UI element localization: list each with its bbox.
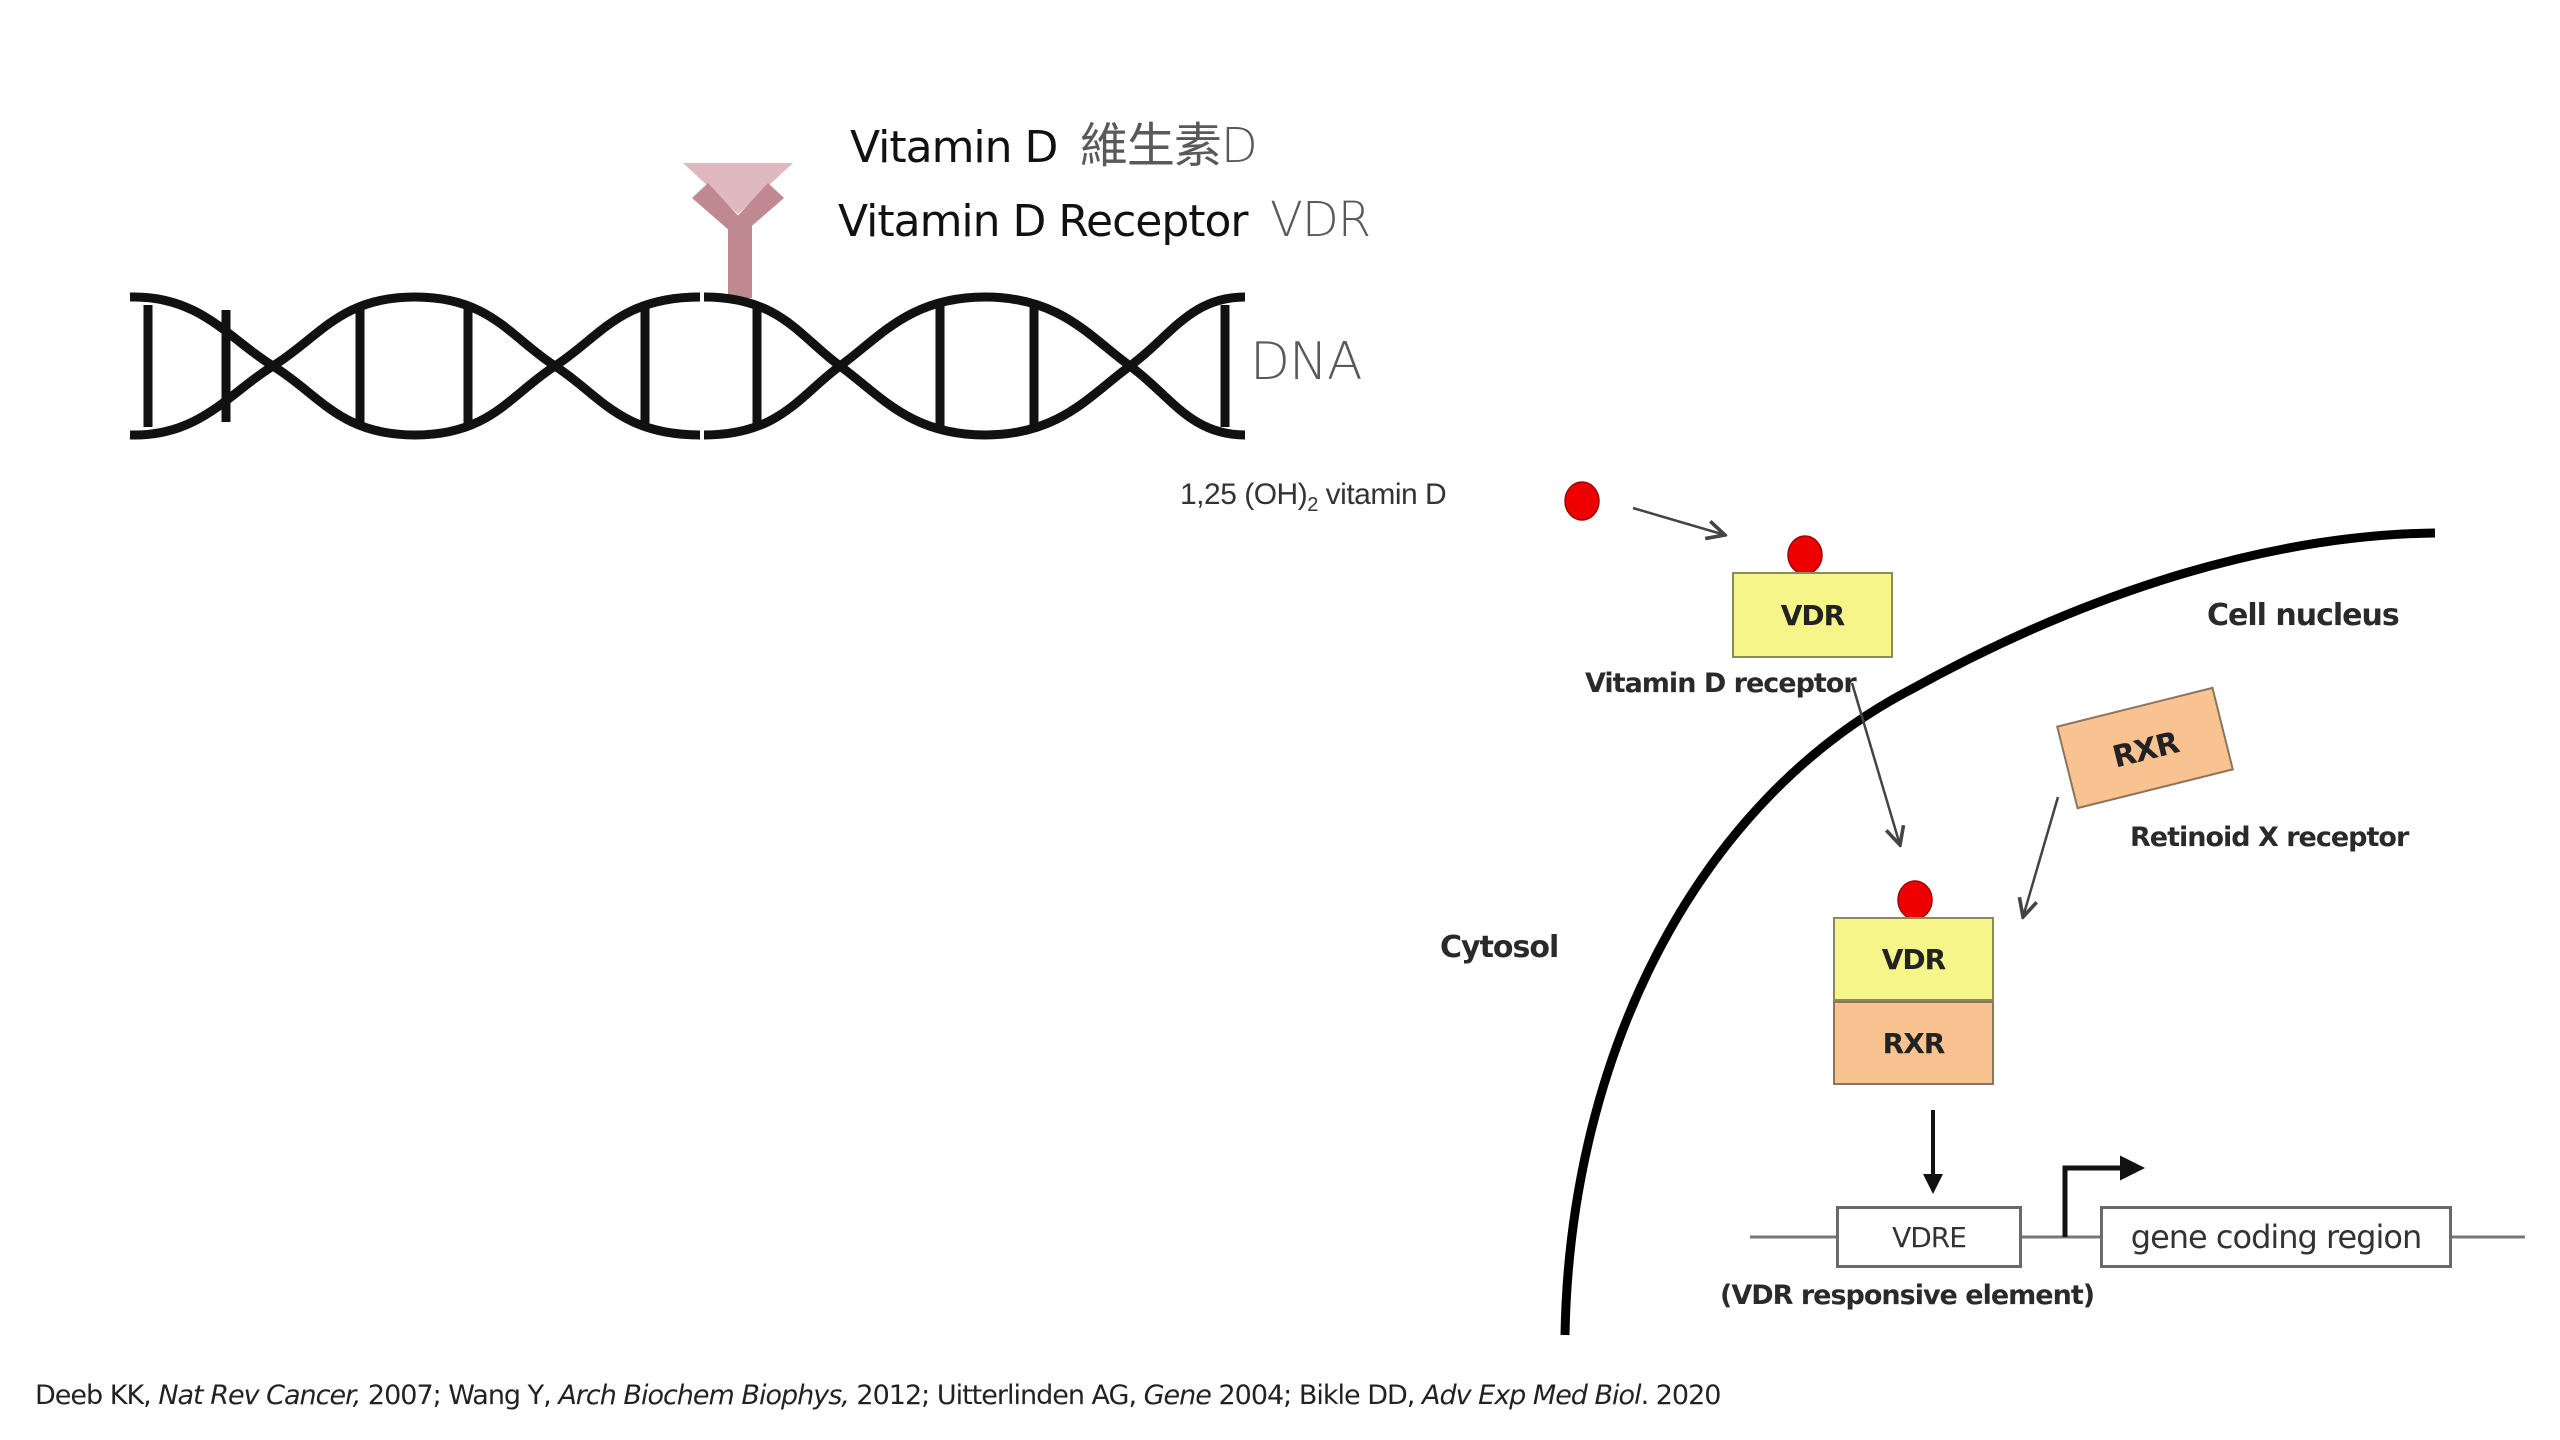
citation-part: . 2020 [1640, 1380, 1722, 1411]
ligand-label-prefix: 1,25 (OH) [1180, 478, 1308, 511]
bound-ligand-dot [1787, 535, 1823, 575]
arrow-vdr-to-complex [1850, 682, 1900, 845]
vitamin-d-receptor-label: Vitamin D Receptor [838, 196, 1249, 247]
vdr-label-row: Vitamin D Receptor VDR [838, 192, 1371, 248]
citation-part: Deeb KK, [35, 1380, 159, 1411]
citation-part: Adv Exp Med Biol [1421, 1380, 1642, 1411]
citation-part: Gene [1143, 1380, 1212, 1411]
complex-ligand-dot [1897, 880, 1933, 920]
vdre-label: VDRE [1892, 1220, 1967, 1254]
complex-rxr-box: RXR [1833, 1001, 1994, 1085]
vitamin-d-label-row: Vitamin D 維生素D [850, 106, 1258, 176]
vdr-caption: Vitamin D receptor [1585, 668, 1857, 699]
dna-label: DNA [1250, 332, 1363, 392]
vdre-caption: (VDR responsive element) [1720, 1280, 2095, 1311]
citation-part: 2004; Bikle DD, [1210, 1380, 1422, 1411]
citation-footer: Deeb KK, Nat Rev Cancer, 2007; Wang Y, A… [35, 1380, 1722, 1411]
citation-part: 2007; Wang Y, [360, 1380, 559, 1411]
gene-coding-region-box: gene coding region [2100, 1206, 2452, 1268]
complex-vdr-label: VDR [1881, 942, 1946, 976]
free-ligand-dot [1564, 481, 1600, 521]
vitamin-d-chinese-label: 維生素D [1079, 118, 1258, 174]
vdr-cytosol-label: VDR [1780, 598, 1845, 632]
arrow-ligand-to-vdr [1632, 506, 1725, 535]
gene-coding-region-label: gene coding region [2130, 1218, 2422, 1256]
dna-helix-icon [129, 292, 1246, 440]
citation-part: 2012; Uitterlinden AG, [848, 1380, 1144, 1411]
complex-rxr-label: RXR [1882, 1026, 1946, 1060]
rxr-caption: Retinoid X receptor [2130, 822, 2409, 853]
vitamin-d-receptor-icon [692, 183, 784, 298]
transcription-start-arrow [2062, 1155, 2145, 1237]
citation-part: Nat Rev Cancer, [158, 1380, 361, 1411]
complex-vdr-box: VDR [1833, 917, 1994, 1001]
nuclear-membrane [1560, 528, 2436, 1336]
rxr-free-box: RXR [2056, 686, 2234, 810]
ligand-label-subscript: 2 [1307, 494, 1318, 516]
vdr-cytosol-box: VDR [1732, 572, 1893, 658]
ligand-label-suffix: vitamin D [1317, 478, 1447, 511]
arrow-rxr-to-complex [2023, 796, 2060, 917]
cell-nucleus-label: Cell nucleus [2207, 598, 2400, 633]
vdr-abbr-label: VDR [1269, 192, 1371, 248]
cytosol-label: Cytosol [1440, 930, 1559, 965]
citation-part: Arch Biochem Biophys, [558, 1380, 850, 1411]
vitamin-d-ligand-icon [683, 163, 793, 214]
ligand-label: 1,25 (OH)2 vitamin D [1180, 478, 1447, 517]
vitamin-d-label: Vitamin D [850, 122, 1058, 173]
vdre-box: VDRE [1836, 1206, 2022, 1268]
